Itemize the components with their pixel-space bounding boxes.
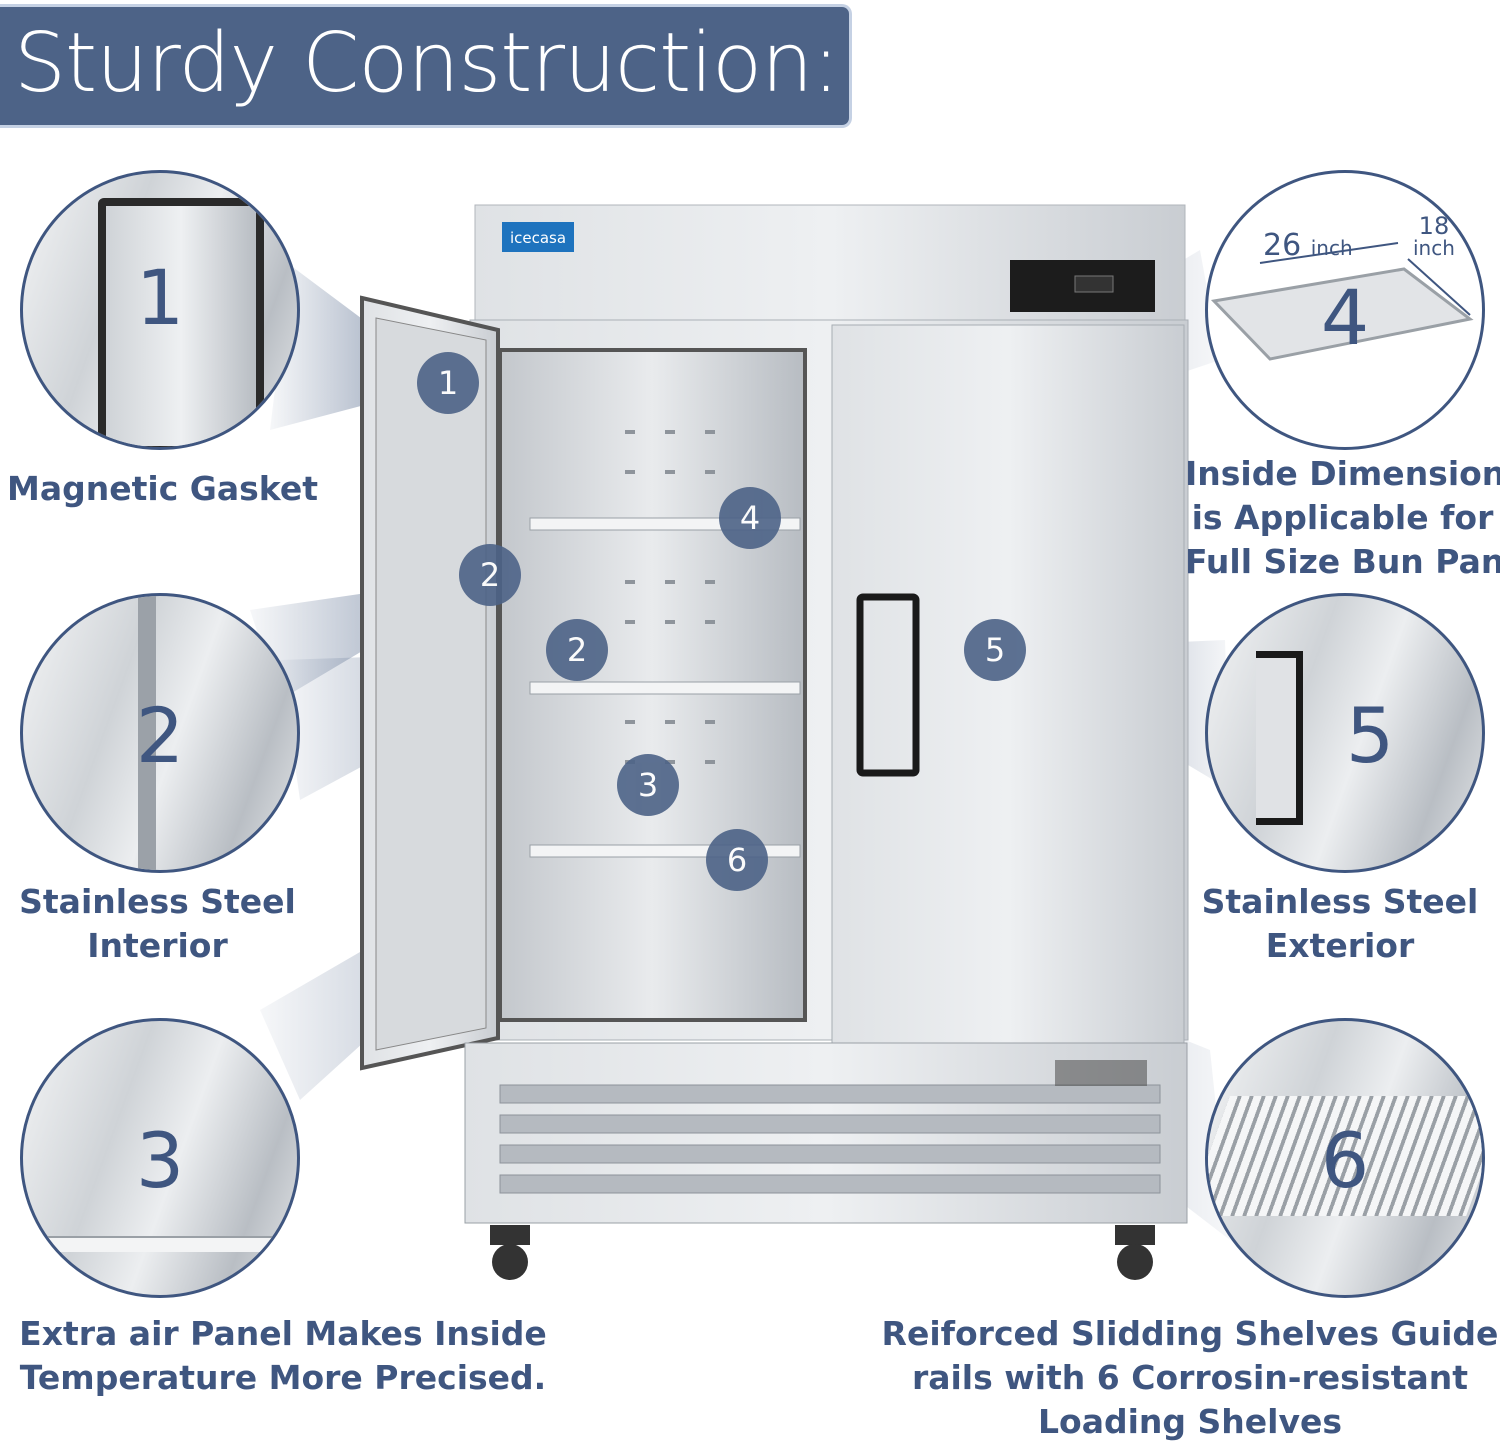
zoom-circle-1: 1 — [20, 170, 300, 450]
marker-2b[interactable]: 2 — [546, 619, 608, 681]
marker-6[interactable]: 6 — [706, 829, 768, 891]
marker-1[interactable]: 1 — [417, 352, 479, 414]
zoom-number-6: 6 — [1320, 1116, 1370, 1205]
zoom-number-1: 1 — [135, 253, 185, 342]
shelf-2 — [529, 681, 801, 695]
gasket-detail — [98, 198, 264, 447]
right-door — [831, 324, 1185, 1046]
zoom-circle-3: 3 — [20, 1018, 300, 1298]
zoom-circle-5: 5 — [1205, 593, 1485, 873]
rail-detail — [138, 596, 156, 870]
handle-detail — [1256, 651, 1303, 825]
brand-label: icecasa — [510, 229, 566, 247]
zoom-circle-6: 6 — [1205, 1018, 1485, 1298]
marker-2a[interactable]: 2 — [459, 544, 521, 606]
brand-badge — [502, 222, 574, 252]
marker-5[interactable]: 5 — [964, 619, 1026, 681]
caption-1: Magnetic Gasket — [7, 469, 318, 508]
casters — [490, 1225, 1155, 1280]
right-door-handle — [856, 593, 920, 777]
page-title: Sturdy Construction: — [14, 16, 840, 111]
zoom-number-5: 5 — [1345, 691, 1395, 780]
refrigerator: icecasa — [360, 204, 1189, 1280]
zoom-number-2: 2 — [135, 691, 185, 780]
zoom-circle-2: 2 — [20, 593, 300, 873]
zoom-number-4: 4 — [1320, 273, 1370, 362]
bun-pan-detail — [1210, 242, 1474, 361]
zoom-number-3: 3 — [135, 1116, 185, 1205]
marker-3[interactable]: 3 — [617, 754, 679, 816]
title-banner — [0, 4, 852, 128]
marker-4[interactable]: 4 — [719, 487, 781, 549]
panel-shelf-detail — [23, 1236, 297, 1252]
pan-width-label: 26 inch — [1263, 228, 1353, 263]
